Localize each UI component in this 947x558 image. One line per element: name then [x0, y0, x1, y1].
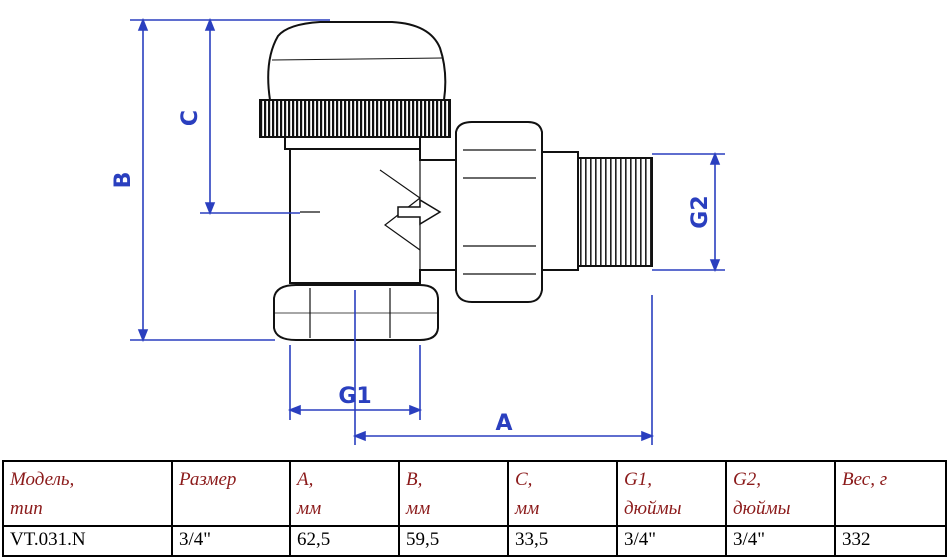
- header-model: Модель,тип: [2, 460, 173, 527]
- header-b: B,мм: [398, 460, 509, 527]
- dimension-label-b: B: [111, 172, 136, 189]
- valve-cap: [267, 21, 447, 101]
- dimension-label-g2: G2: [688, 195, 713, 228]
- cell-g2: 3/4": [725, 525, 836, 557]
- table-row: VT.031.N 3/4" 62,5 59,5 33,5 3/4" 3/4" 3…: [2, 525, 947, 557]
- dimension-label-g1: G1: [338, 384, 371, 409]
- valve-technical-drawing: B C G2 G1 A: [111, 17, 725, 445]
- cell-g1: 3/4": [616, 525, 727, 557]
- flow-arrow-icon: [397, 198, 442, 226]
- dimension-lines: [130, 17, 725, 445]
- knurled-ring: [259, 99, 451, 138]
- coupling-nut: [455, 121, 543, 303]
- cell-a: 62,5: [289, 525, 400, 557]
- bottom-hex-nut: [273, 284, 439, 341]
- male-thread: [577, 157, 653, 267]
- dimension-label-c: C: [178, 110, 203, 126]
- header-g2: G2,дюймы: [725, 460, 836, 527]
- header-g1: G1,дюймы: [616, 460, 727, 527]
- header-size: Размер: [171, 460, 291, 527]
- cell-c: 33,5: [507, 525, 618, 557]
- header-a: A,мм: [289, 460, 400, 527]
- dimension-label-a: A: [495, 411, 512, 436]
- valve-body: [259, 21, 653, 341]
- header-c: C,мм: [507, 460, 618, 527]
- cell-model: VT.031.N: [2, 525, 173, 557]
- header-weight: Вес, г: [834, 460, 947, 527]
- spec-table: Модель,тип Размер A,мм B,мм C,мм G1,дюйм…: [2, 460, 947, 557]
- cell-weight: 332: [834, 525, 947, 557]
- cell-size: 3/4": [171, 525, 291, 557]
- table-header-row: Модель,тип Размер A,мм B,мм C,мм G1,дюйм…: [2, 460, 947, 527]
- cell-b: 59,5: [398, 525, 509, 557]
